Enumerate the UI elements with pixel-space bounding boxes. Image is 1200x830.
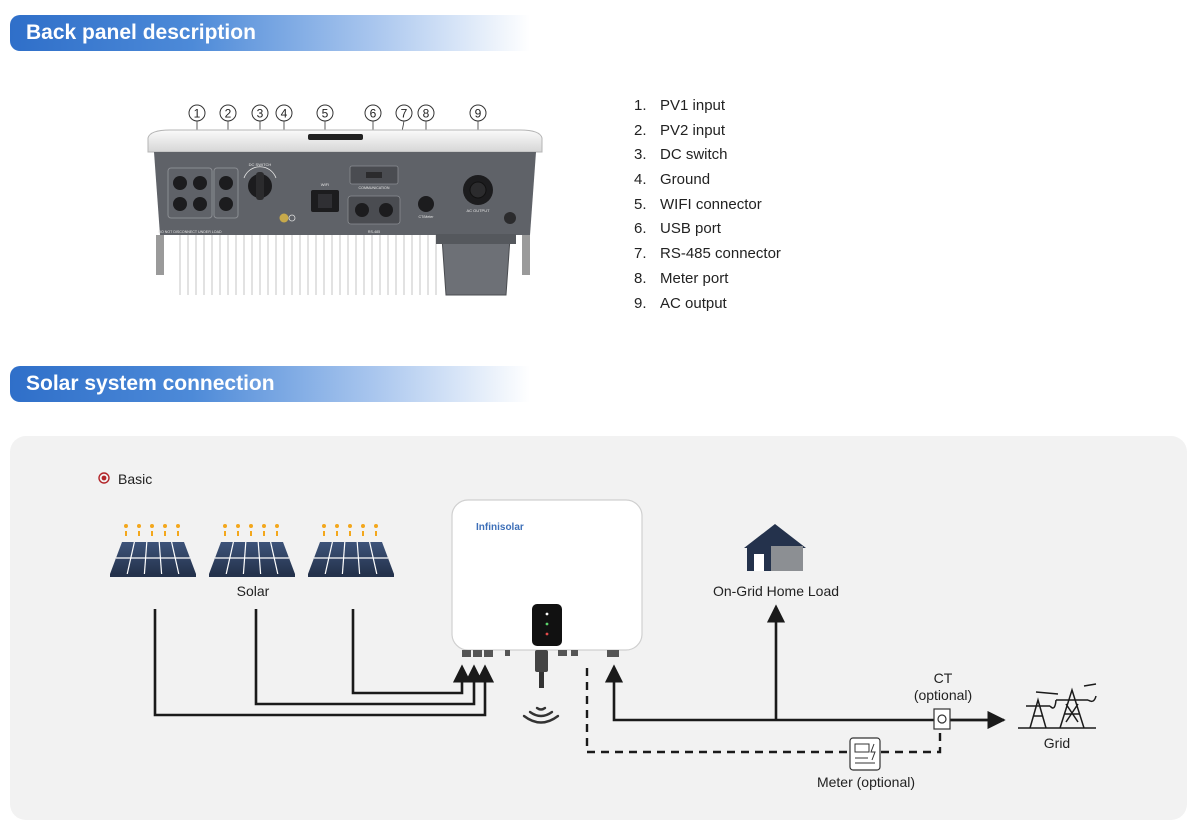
- svg-text:AC OUTPUT: AC OUTPUT: [466, 208, 490, 213]
- grid-label: Grid: [1044, 735, 1070, 751]
- legend-item: 5.WIFI connector: [634, 195, 762, 213]
- meter-wiring: [585, 668, 942, 754]
- ct-label: CT: [934, 670, 953, 686]
- svg-text:DO NOT DISCONNECT UNDER LOAD: DO NOT DISCONNECT UNDER LOAD: [158, 230, 222, 234]
- ground-terminal: [279, 213, 296, 223]
- grid-tower-icon: [1018, 683, 1097, 729]
- ac-output-connector: AC OUTPUT: [463, 175, 493, 213]
- svg-text:2: 2: [225, 107, 232, 121]
- svg-text:9: 9: [475, 107, 482, 121]
- wifi-dongle: [535, 650, 548, 688]
- pv1-input-connectors: [167, 167, 213, 219]
- legend-item: 2.PV2 input: [634, 121, 726, 139]
- inverter: Infinisolar: [451, 499, 643, 657]
- svg-text:8: 8: [423, 107, 430, 121]
- solar-label: Solar: [237, 583, 270, 599]
- legend-item: 6.USB port: [634, 220, 721, 238]
- wifi-connector: WIFI: [311, 182, 339, 212]
- solar-connection-title: Solar system connection: [26, 372, 275, 395]
- svg-text:4: 4: [281, 107, 288, 121]
- rs485-connector: RS-485: [347, 195, 401, 234]
- heat-sink-fins: [179, 235, 437, 295]
- ct-sensor: [933, 708, 951, 730]
- back-panel-header: Back panel description: [10, 15, 530, 51]
- svg-text:DC SWITCH: DC SWITCH: [249, 162, 272, 167]
- svg-text:6: 6: [370, 107, 377, 121]
- svg-text:3: 3: [257, 107, 264, 121]
- legend-item: 3.DC switch: [634, 146, 728, 164]
- svg-text:1: 1: [194, 107, 201, 121]
- solar-panel-3: [308, 524, 394, 577]
- dc-switch: DC SWITCH: [243, 162, 277, 200]
- svg-text:WIFI: WIFI: [321, 182, 329, 187]
- legend-item: 9.AC output: [634, 294, 727, 312]
- meter-port: CT/Meter: [418, 196, 434, 219]
- usb-port: COMMUNICATION: [349, 165, 399, 190]
- pv-wiring: [153, 609, 495, 717]
- legend-item: 4.Ground: [634, 171, 711, 189]
- back-panel-figure: 1 2 3 4 5 6 7 8 9 DC SWITCH: [147, 104, 543, 296]
- svg-text:RS-485: RS-485: [368, 230, 380, 234]
- svg-text:Basic: Basic: [118, 471, 152, 487]
- back-panel-title: Back panel description: [26, 21, 256, 44]
- ac-wiring: [604, 604, 1006, 730]
- svg-text:5: 5: [322, 107, 329, 121]
- meter-icon: [849, 737, 881, 771]
- solar-panel-1: [110, 524, 196, 577]
- ct-optional-label: (optional): [914, 687, 972, 703]
- solar-panel-2: [209, 524, 295, 577]
- back-panel-legend: 1.PV1 input 2.PV2 input 3.DC switch 4.Gr…: [634, 95, 781, 317]
- legend-item: 1.PV1 input: [634, 97, 726, 114]
- home-icon: [744, 524, 806, 571]
- svg-text:CT/Meter: CT/Meter: [419, 215, 435, 219]
- home-load-label: On-Grid Home Load: [713, 583, 839, 599]
- brand-logo: Infinisolar: [476, 522, 524, 533]
- legend-item: 7.RS-485 connector: [634, 245, 781, 263]
- svg-text:7: 7: [401, 107, 408, 121]
- legend-item: 8.Meter port: [634, 269, 729, 287]
- solar-connection-header: Solar system connection: [10, 366, 530, 402]
- basic-mode-indicator: Basic: [98, 471, 152, 487]
- pv2-input-connectors: [213, 167, 239, 219]
- meter-label: Meter (optional): [817, 774, 915, 790]
- wifi-signal-icon: [522, 706, 560, 724]
- svg-text:COMMUNICATION: COMMUNICATION: [359, 186, 390, 190]
